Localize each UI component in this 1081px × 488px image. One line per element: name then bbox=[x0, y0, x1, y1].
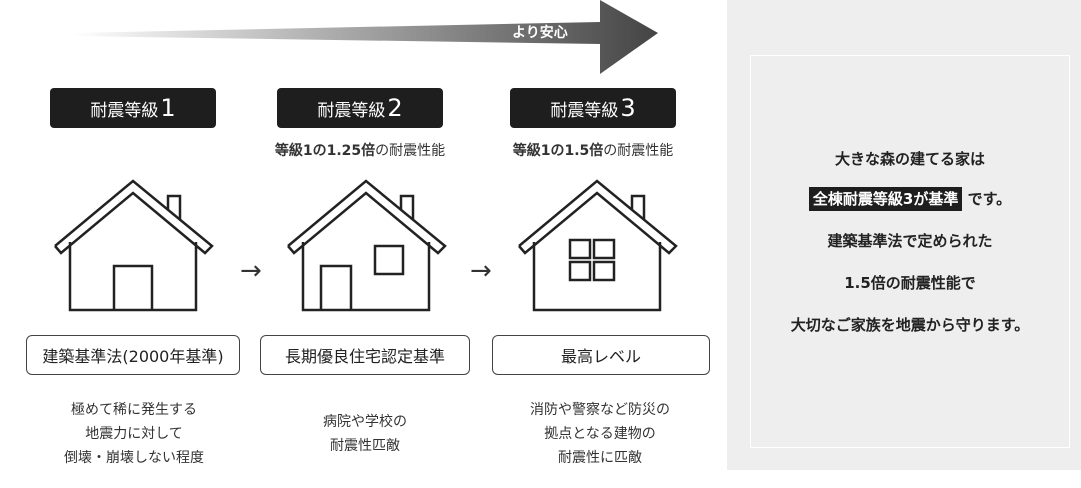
description-2: 病院や学校の耐震性匹敵 bbox=[323, 414, 407, 454]
description-1: 極めて稀に発生する地震力に対して倒壊・崩壊しない程度 bbox=[64, 402, 204, 466]
summary-line-4: 1.5倍の耐震性能で bbox=[844, 274, 976, 292]
summary-line-5: 大切なご家族を地震から守ります。 bbox=[790, 316, 1030, 334]
progress-arrow-2: → bbox=[470, 256, 492, 286]
summary-panel bbox=[727, 0, 1081, 470]
standard-2: 長期優良住宅認定基準 bbox=[260, 335, 470, 375]
house-1-icon bbox=[54, 179, 214, 312]
grade-2-subtitle: 等級1の1.25倍の耐震性能 bbox=[274, 143, 446, 159]
safety-gradient-arrow bbox=[72, 0, 658, 74]
summary-line-3: 建築基準法で定められた bbox=[827, 232, 993, 250]
summary-panel-border bbox=[750, 55, 1070, 448]
summary-line-2: 全棟耐震等級3が基準 です。 bbox=[750, 187, 1070, 211]
description-3: 消防や警察など防災の拠点となる建物の耐震性に匹敵 bbox=[530, 402, 670, 466]
summary-highlight: 全棟耐震等級3が基準 bbox=[808, 187, 963, 211]
grade-3-subtitle: 等級1の1.5倍の耐震性能 bbox=[512, 143, 674, 159]
house-3-icon bbox=[518, 179, 678, 312]
standard-1: 建築基準法(2000年基準) bbox=[26, 335, 240, 375]
house-2-icon bbox=[287, 179, 447, 312]
safer-label: より安心 bbox=[512, 25, 568, 41]
summary-line-1: 大きな森の建てる家は bbox=[834, 150, 985, 168]
standard-3: 最高レベル bbox=[492, 335, 710, 375]
progress-arrow-1: → bbox=[240, 256, 262, 286]
